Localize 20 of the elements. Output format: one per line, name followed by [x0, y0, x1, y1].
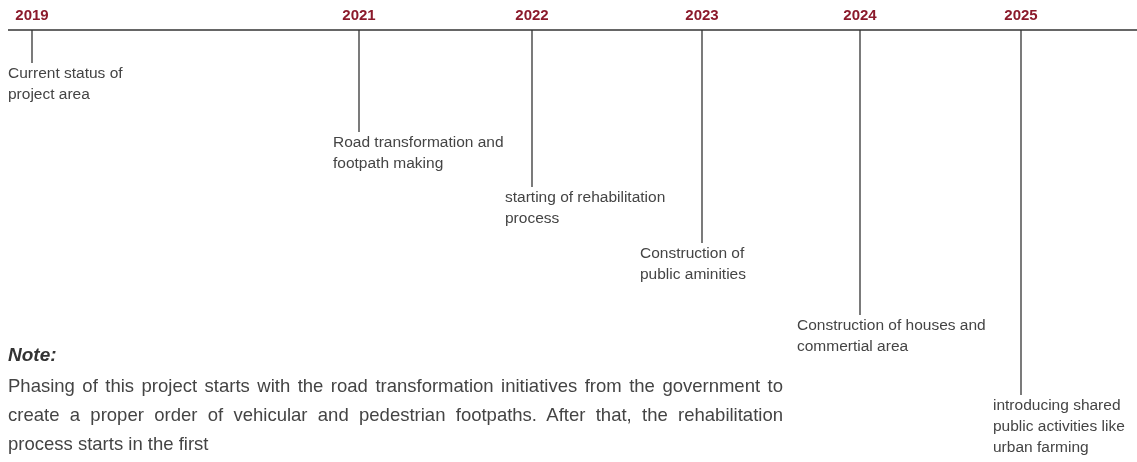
year-label: 2022 — [502, 7, 562, 30]
year-label: 2025 — [991, 7, 1051, 30]
year-label: 2019 — [2, 7, 62, 30]
milestone-text: Construction of houses and commertial area — [797, 314, 997, 356]
milestone-text: Construction of public aminities — [640, 242, 780, 284]
milestone-text: introducing shared public activities like urban farming — [993, 394, 1137, 457]
leader-line — [358, 29, 360, 133]
leader-line — [859, 29, 861, 316]
note-heading: Note: — [8, 343, 57, 367]
leader-line — [531, 29, 533, 188]
leader-line — [1020, 29, 1022, 396]
milestone-text: starting of rehabilitation process — [505, 186, 690, 228]
leader-line — [31, 29, 33, 64]
note-paragraph: Phasing of this project starts with the road transformation initiatives from the government to create a proper order of vehicular and pedestrian footpaths. After that, the rehabilitation process starts in the first — [8, 374, 783, 456]
milestone-text: Road transformation and footpath making — [333, 131, 513, 173]
year-label: 2021 — [329, 7, 389, 30]
year-label: 2024 — [830, 7, 890, 30]
milestone-text: Current status of project area — [8, 62, 143, 104]
year-label: 2023 — [672, 7, 732, 30]
leader-line — [701, 29, 703, 244]
